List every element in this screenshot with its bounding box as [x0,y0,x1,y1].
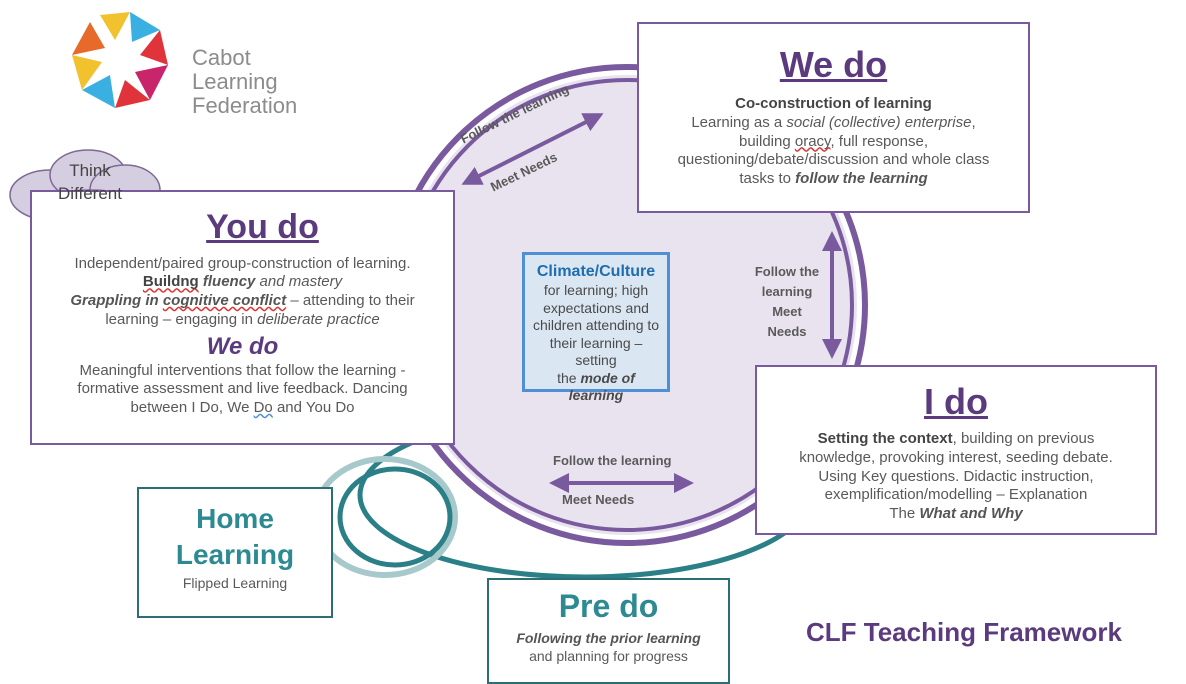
home-learning-box: Home Learning Flipped Learning [137,487,333,618]
you-do-deliberate-practice: deliberate practice [257,310,380,328]
you-do-and-you-do: and You Do [272,399,355,416]
you-do-cognitive-conflict: cognitive conflict [162,292,287,309]
pre-do-box: Pre do Following the prior learning and … [487,578,730,684]
we-do-full-response: , full response, [830,132,929,150]
you-do-attending: – attending to their [286,292,415,309]
we-do-line-4: tasks to follow the learning [639,170,1028,189]
i-do-line-5: The What and Why [757,505,1155,524]
climate-line-3: children attending to [532,317,660,333]
we-do-tasks-to: tasks to [739,170,796,187]
right-arrow-labels: Follow the learning Meet Needs [747,262,827,342]
i-do-title: I do [924,381,988,422]
i-do-building-on: , building on previous [952,430,1095,447]
climate-line-2: expectations and [543,299,649,316]
i-do-setting-context: Setting the context [817,430,953,447]
we-do-subtitle: Co-construction of learning [735,95,932,112]
home-subtitle: Flipped Learning [182,575,288,591]
you-do-we-do-subtitle: We do [206,332,279,360]
you-do-box: You do Independent/paired group-construc… [30,190,455,445]
climate-line-5: the mode of learning [531,370,661,405]
you-do-line-6: formative assessment and live feedback. … [77,380,408,398]
you-do-mastery: and mastery [255,273,343,291]
we-do-line-3: questioning/debate/discussion and whole … [677,151,990,169]
logo-line-1: Cabot [192,45,251,70]
you-do-do-word: Do [253,399,273,416]
you-do-line-5: Meaningful interventions that follow the… [79,361,406,379]
you-do-line-7: between I Do, We Do and You Do [32,399,453,418]
right-arrow-line-1: Follow the [754,264,820,279]
i-do-line-2: knowledge, provoking interest, seeding d… [799,448,1113,466]
logo-line-2: Learning [192,69,278,94]
logo-line-3: Federation [192,93,298,118]
we-do-building: building [738,132,795,150]
you-do-buildng: Buildng [142,273,199,291]
cabot-logo-mark [72,12,168,108]
climate-culture-box: Climate/Culture for learning; high expec… [522,252,670,403]
framework-title: CLF Teaching Framework [806,617,1122,647]
you-do-line-3: Grappling in cognitive conflict – attend… [32,292,453,311]
climate-title: Climate/Culture [536,263,656,280]
think-different-label: Think Different [30,160,150,206]
top-double-arrow [461,113,604,185]
pre-do-title: Pre do [558,588,659,624]
you-do-fluency: fluency [202,273,256,291]
home-title-line-2: Learning [175,539,295,570]
you-do-line-2: Buildng fluency and mastery [32,273,453,292]
we-do-follow-learning: follow the learning [795,170,928,187]
we-do-line-2: building oracy, full response, [639,133,1028,152]
you-do-line-4: learning – engaging in deliberate practi… [32,311,453,330]
teal-ring-small-outer [312,456,458,578]
we-do-box: We do Co-construction of learning Learni… [637,22,1030,213]
home-title-line-1: Home [196,503,274,534]
climate-line-1: for learning; high [543,282,649,298]
you-do-grappling: Grappling in [70,292,163,309]
we-do-title: We do [779,44,888,85]
right-arrow-line-4: Needs [767,324,807,339]
you-do-between: between I Do, We [130,399,254,416]
bottom-arrow-follow-label: Follow the learning [553,453,672,468]
you-do-engaging: learning – engaging in [105,310,258,328]
teal-ring-small-inner [337,466,453,568]
i-do-line-3: Using Key questions. Didactic instructio… [818,467,1094,485]
right-arrow-line-3: Meet [772,304,802,319]
right-arrow-line-2: learning [761,284,813,299]
cloud-line-2: Different [58,183,122,203]
bottom-arrow-meet-label: Meet Needs [562,492,635,507]
we-do-line-1: Learning as a social (collective) enterp… [639,114,1028,133]
you-do-line-1: Independent/paired group-construction of… [74,254,411,272]
climate-line-4: their learning – setting [549,334,643,369]
climate-the: the [557,369,581,386]
i-do-the: The [889,505,920,522]
i-do-line-4: exemplification/modelling – Explanation [824,486,1088,504]
pre-do-line-2: and planning for progress [529,647,688,664]
climate-mode-of-learning: mode of learning [568,369,635,404]
we-do-oracy: oracy [794,132,831,150]
you-do-title: You do [206,208,319,246]
we-do-comma: , [971,113,976,131]
we-do-social: social (collective) enterprise [786,113,972,131]
i-do-line-1: Setting the context, building on previou… [757,430,1155,449]
logo-text: Cabot Learning Federation [192,46,297,118]
pre-do-line-1: Following the prior learning [516,630,701,646]
i-do-box: I do Setting the context, building on pr… [755,365,1157,535]
i-do-what-and-why: What and Why [919,505,1023,522]
cloud-line-1: Think [69,161,111,180]
we-do-learning-as: Learning as a [691,113,787,131]
